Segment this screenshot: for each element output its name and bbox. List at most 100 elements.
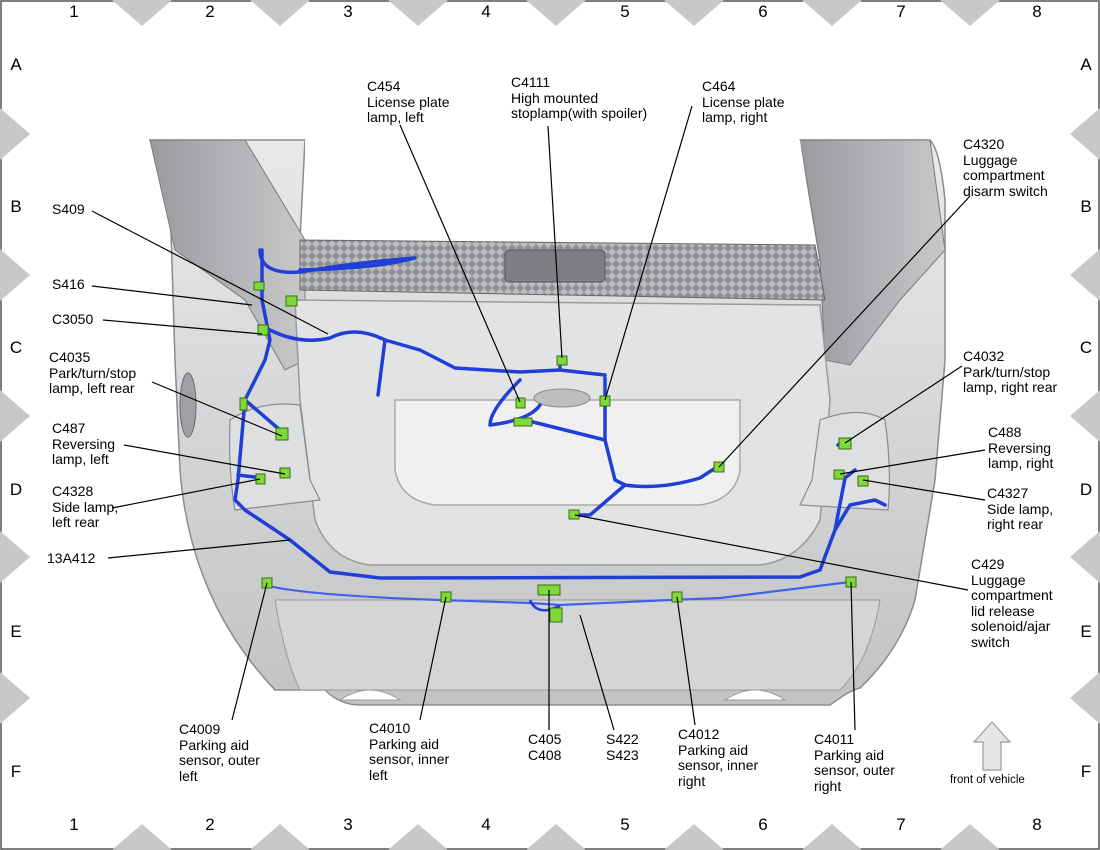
leader-c4012: [676, 596, 696, 726]
grid-tick: [940, 0, 1000, 26]
leader-s409: [91, 210, 329, 335]
grid-column-label: 5: [620, 2, 630, 21]
grid-column-label: 4: [481, 2, 491, 21]
leader-c3050: [102, 319, 263, 335]
grid-tick: [112, 0, 172, 26]
grid-row-label: B: [1080, 197, 1092, 216]
connector-c464: [599, 395, 611, 407]
callout-c4010: C4010 Parking aid sensor, inner left: [369, 720, 450, 783]
grid-tick: [0, 531, 30, 583]
callout-c488: C488 Reversing lamp, right: [988, 424, 1054, 471]
leader-c429: [574, 514, 969, 591]
grid-tick: [940, 824, 1000, 850]
grid-column-label: 1: [69, 815, 79, 834]
harness-shelf-loop: [258, 248, 417, 275]
grid-column-label: 5: [620, 815, 630, 834]
leader-13a412: [107, 539, 291, 559]
connector-c4328: [255, 473, 266, 485]
callout-s416: S416: [52, 276, 85, 292]
leader-lines: [91, 105, 986, 731]
leader-c4327: [862, 479, 986, 501]
harness-cross: [523, 418, 607, 442]
grid-column-label: 3: [343, 815, 353, 834]
leader-s422: [579, 614, 615, 731]
grid-row-label: C: [9, 338, 23, 357]
grid-row-label: D: [9, 480, 23, 499]
callout-c4320: C4320 Luggage compartment disarm switch: [963, 136, 1048, 199]
callout-c429: C429 Luggage compartment lid release sol…: [971, 556, 1053, 650]
parking-aid-harness: [264, 580, 851, 607]
callout-c4035: C4035 Park/turn/stop lamp, left rear: [49, 349, 137, 396]
badge-emblem: [533, 388, 591, 408]
connector-s422: [549, 607, 563, 623]
grid-column-label: 3: [343, 2, 353, 21]
grid-tick: [250, 0, 310, 26]
leader-c4009: [231, 582, 268, 721]
front-arrow-icon: [972, 721, 1012, 771]
grid-tick: [1070, 390, 1100, 442]
grid-column-label: 1: [69, 2, 79, 21]
exhaust-cutout-right: [723, 689, 787, 701]
grid-column-label: 8: [1032, 815, 1042, 834]
grid-row-label: C: [1079, 338, 1093, 357]
grid-tick: [112, 824, 172, 850]
connector-side-left: [239, 397, 248, 411]
grid-tick: [388, 824, 448, 850]
leader-c4328: [111, 478, 261, 509]
grid-column-label: 2: [205, 815, 215, 834]
callout-c4111: C4111 High mounted stoplamp(with spoiler…: [511, 74, 648, 121]
leader-c4010: [419, 596, 447, 721]
grid-row-label: D: [1079, 480, 1093, 499]
connector-plate-center: [513, 417, 533, 427]
callout-c487: C487 Reversing lamp, left: [52, 420, 116, 467]
connector-c454: [515, 397, 526, 409]
grid-tick: [664, 0, 724, 26]
callout-c4327: C4327 Side lamp, right rear: [987, 485, 1054, 532]
callout-s422: S422 S423: [606, 731, 639, 763]
connector-c4032: [838, 437, 852, 450]
left-side-marker: [179, 372, 197, 438]
leader-s416: [91, 285, 253, 306]
grid-row-label: E: [1080, 622, 1092, 641]
grid-tick: [388, 0, 448, 26]
grid-column-label: 4: [481, 815, 491, 834]
grid-tick: [1070, 672, 1100, 724]
callout-c4011: C4011 Parking aid sensor, outer right: [814, 731, 895, 794]
grid-row-label: F: [10, 762, 22, 781]
rear-window-opening: [305, 140, 815, 240]
grid-tick: [664, 824, 724, 850]
leader-c4111: [547, 125, 563, 359]
grid-column-label: 2: [205, 2, 215, 21]
grid-tick: [526, 0, 586, 26]
callout-c3050: C3050: [52, 311, 94, 327]
callout-c4012: C4012 Parking aid sensor, inner right: [678, 726, 759, 789]
exhaust-cutout-left: [338, 689, 402, 701]
bumper-lower: [274, 599, 881, 691]
leader-c488: [839, 449, 986, 475]
leader-c4035: [151, 381, 283, 437]
leader-c4320: [718, 195, 971, 468]
connector-s416: [285, 295, 298, 307]
callout-s409: S409: [52, 201, 85, 217]
grid-row-label: A: [1080, 55, 1092, 74]
callout-c464: C464 License plate lamp, right: [702, 78, 785, 125]
grid-tick: [526, 824, 586, 850]
license-plate-recess: [394, 399, 741, 506]
high-mount-stoplamp-housing: [504, 249, 606, 283]
grid-tick: [0, 108, 30, 160]
front-of-vehicle-label: front of vehicle: [950, 774, 1025, 786]
grid-tick: [0, 249, 30, 301]
grid-column-label: 6: [758, 815, 768, 834]
right-pillar: [799, 139, 946, 366]
grid-tick: [1070, 249, 1100, 301]
leader-c4032: [844, 365, 963, 444]
leader-c487: [123, 444, 286, 475]
grid-tick: [802, 824, 862, 850]
leader-c4011: [850, 581, 856, 731]
grid-tick: [802, 0, 862, 26]
callout-c4328: C4328 Side lamp, left rear: [52, 483, 119, 530]
leader-c464: [604, 105, 693, 401]
